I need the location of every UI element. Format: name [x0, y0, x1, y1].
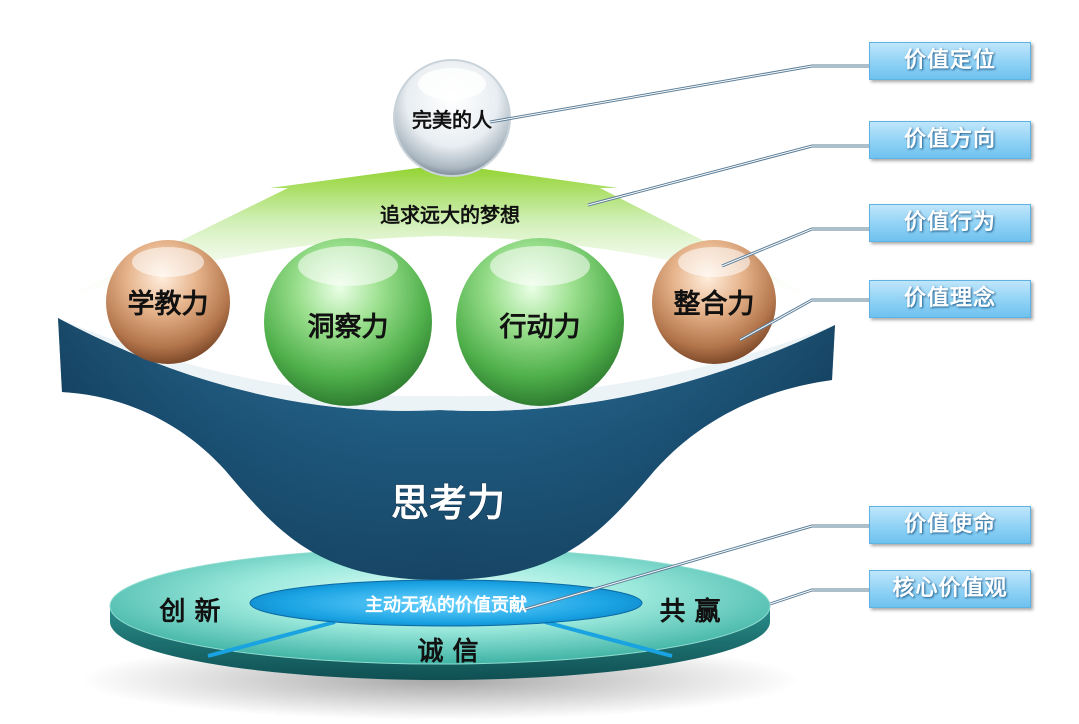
base-right-label: 共 赢	[659, 596, 720, 627]
funnel-sheen	[58, 318, 835, 580]
top-sphere-label: 完美的人	[412, 108, 493, 132]
sphere-integration-label: 整合力	[674, 288, 755, 320]
sphere-insight-label: 洞察力	[308, 311, 389, 343]
connector-lines-inner	[489, 65, 869, 611]
sphere-integration-highlight	[678, 247, 750, 277]
top-sphere-highlight	[418, 68, 486, 100]
inner-ellipse	[249, 579, 643, 627]
dream-arrow	[60, 164, 820, 300]
sphere-insight-highlight	[298, 246, 398, 286]
sphere-integration	[652, 240, 776, 364]
sphere-insight	[264, 238, 432, 406]
tag-core-values: 核心价值观	[869, 570, 1031, 608]
sphere-teaching	[106, 240, 230, 364]
tag-value-direction: 价值方向	[869, 121, 1031, 159]
base-disc-side	[110, 606, 770, 680]
base-divider-right	[544, 620, 673, 658]
funnel-label: 思考力	[391, 481, 505, 525]
tag-value-mission: 价值使命	[869, 506, 1031, 544]
connector-core	[769, 588, 869, 606]
connector-arrow	[587, 144, 869, 207]
base-center-label: 主动无私的价值贡献	[365, 594, 527, 616]
funnel-rim	[58, 318, 835, 411]
base-divider-left	[207, 620, 336, 658]
tag-value-position: 价值定位	[869, 42, 1031, 80]
sphere-action	[456, 238, 624, 406]
base-left-label: 创 新	[158, 596, 220, 627]
sphere-teaching-highlight	[132, 247, 204, 277]
tag-value-idea: 价值理念	[869, 280, 1031, 318]
tag-value-behavior: 价值行为	[869, 204, 1031, 242]
connector-top	[489, 64, 869, 124]
arrow-label: 追求远大的梦想	[380, 203, 520, 227]
sphere-action-highlight	[490, 246, 590, 286]
sphere-teaching-label: 学教力	[128, 288, 209, 320]
sphere-action-label: 行动力	[499, 311, 581, 343]
base-bottom-label: 诚 信	[417, 637, 478, 667]
